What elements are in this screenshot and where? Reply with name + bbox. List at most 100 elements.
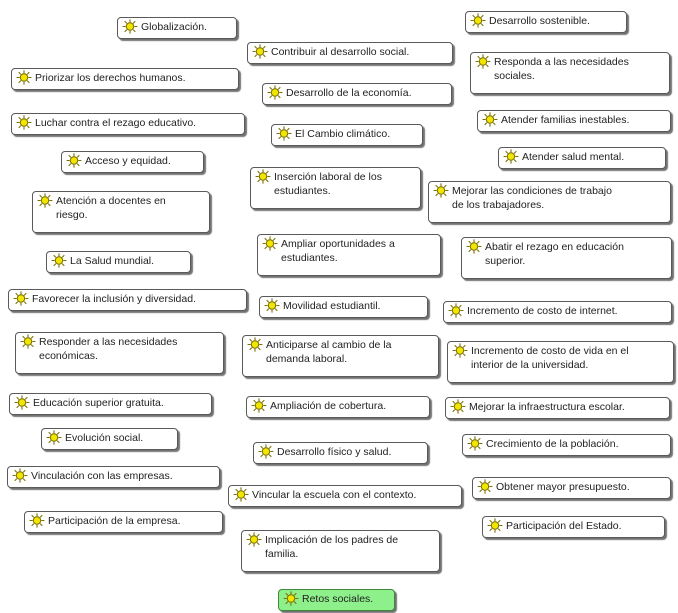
node-label: La Salud mundial. — [70, 255, 155, 267]
sun-icon — [14, 395, 30, 410]
node-desarrollo-economia[interactable]: Desarrollo de la economía. — [262, 83, 452, 105]
sun-icon — [433, 183, 449, 198]
sun-icon — [16, 115, 32, 130]
node-label: Vinculación con las empresas. — [31, 470, 173, 482]
node-luchar[interactable]: Luchar contra el rezago educativo. — [11, 113, 245, 135]
node-necesidades-economicas[interactable]: Responder a las necesidades económicas. — [15, 332, 224, 374]
sun-icon — [283, 591, 299, 606]
sun-icon — [246, 532, 262, 547]
node-label: Implicación de los padres de familia. — [265, 534, 399, 560]
node-salud-mundial[interactable]: La Salud mundial. — [46, 251, 191, 273]
sun-icon — [247, 337, 263, 352]
node-label: Ampliación de cobertura. — [270, 400, 387, 412]
node-vincular[interactable]: Vincular la escuela con el contexto. — [228, 485, 462, 507]
node-label: El Cambio climático. — [295, 128, 391, 140]
node-presupuesto[interactable]: Obtener mayor presupuesto. — [472, 477, 671, 499]
node-label: Incremento de costo de internet. — [467, 305, 618, 317]
node-label: Mejorar las condiciones de trabajo de lo… — [452, 185, 612, 211]
node-inclusion[interactable]: Favorecer la inclusión y diversidad. — [8, 289, 247, 311]
node-priorizar[interactable]: Priorizar los derechos humanos. — [11, 68, 239, 90]
node-globalizacion[interactable]: Globalización. — [117, 17, 237, 39]
node-contribuir[interactable]: Contribuir al desarrollo social. — [247, 42, 453, 64]
node-label: Responder a las necesidades económicas. — [39, 336, 178, 362]
node-acceso[interactable]: Acceso y equidad. — [61, 151, 204, 173]
node-familias[interactable]: Atender familias inestables. — [477, 110, 671, 132]
sun-icon — [46, 430, 62, 445]
node-abatir[interactable]: Abatir el rezago en educación superior. — [461, 237, 672, 279]
sun-icon — [477, 479, 493, 494]
node-label: Atender familias inestables. — [501, 114, 630, 126]
sun-icon — [51, 253, 67, 268]
node-movilidad[interactable]: Movilidad estudiantil. — [259, 296, 428, 318]
node-costo-vida[interactable]: Incremento de costo de vida en el interi… — [447, 341, 674, 383]
node-oportunidades[interactable]: Ampliar oportunidades a estudiantes. — [257, 234, 441, 276]
node-padres[interactable]: Implicación de los padres de familia. — [241, 530, 440, 572]
node-label: Desarrollo sostenible. — [489, 15, 590, 27]
node-label: Participación del Estado. — [506, 520, 622, 532]
node-gratuita[interactable]: Educación superior gratuita. — [9, 393, 212, 415]
sun-icon — [262, 236, 278, 251]
node-label: Movilidad estudiantil. — [283, 300, 381, 312]
node-label: Crecimiento de la población. — [486, 438, 619, 450]
node-label: Globalización. — [141, 21, 207, 33]
node-label: Atender salud mental. — [522, 151, 625, 163]
node-label: Evolución social. — [65, 432, 144, 444]
sun-icon — [16, 70, 32, 85]
node-crecimiento[interactable]: Crecimiento de la población. — [462, 434, 671, 456]
node-fisico[interactable]: Desarrollo físico y salud. — [253, 442, 428, 464]
sun-icon — [466, 239, 482, 254]
node-responda[interactable]: Responda a las necesidades sociales. — [470, 52, 670, 94]
node-insercion[interactable]: Inserción laboral de los estudiantes. — [250, 167, 421, 209]
sun-icon — [452, 343, 468, 358]
node-label: Contribuir al desarrollo social. — [271, 46, 410, 58]
node-condiciones[interactable]: Mejorar las condiciones de trabajo de lo… — [428, 181, 671, 223]
sun-icon — [255, 169, 271, 184]
sun-icon — [20, 334, 36, 349]
node-docentes[interactable]: Atención a docentes en riesgo. — [32, 191, 210, 233]
node-label: Desarrollo físico y salud. — [277, 446, 392, 458]
node-label: Retos sociales. — [302, 593, 374, 605]
sun-icon — [475, 54, 491, 69]
sun-icon — [233, 487, 249, 502]
node-label: Acceso y equidad. — [85, 155, 171, 167]
node-label: Obtener mayor presupuesto. — [496, 481, 630, 493]
node-label: Mejorar la infraestructura escolar. — [469, 401, 625, 413]
node-label: Atención a docentes en riesgo. — [56, 195, 166, 221]
node-internet[interactable]: Incremento de costo de internet. — [443, 301, 672, 323]
node-desarrollo-sostenible[interactable]: Desarrollo sostenible. — [465, 11, 627, 33]
node-label: Educación superior gratuita. — [33, 397, 164, 409]
sun-icon — [122, 19, 138, 34]
node-label: Desarrollo de la economía. — [286, 87, 412, 99]
node-label: Anticiparse al cambio de la demanda labo… — [266, 339, 392, 365]
sun-icon — [470, 13, 486, 28]
node-anticiparse[interactable]: Anticiparse al cambio de la demanda labo… — [242, 335, 439, 377]
sun-icon — [482, 112, 498, 127]
node-infraestructura[interactable]: Mejorar la infraestructura escolar. — [445, 397, 670, 419]
node-label: Incremento de costo de vida en el interi… — [471, 345, 629, 371]
node-cambio-climatico[interactable]: El Cambio climático. — [271, 124, 423, 146]
sun-icon — [251, 398, 267, 413]
node-label: Participación de la empresa. — [48, 515, 181, 527]
node-label: Priorizar los derechos humanos. — [35, 72, 186, 84]
sun-icon — [503, 149, 519, 164]
node-label: Abatir el rezago en educación superior. — [485, 241, 624, 267]
node-label: Inserción laboral de los estudiantes. — [274, 171, 382, 197]
sun-icon — [467, 436, 483, 451]
sun-icon — [258, 444, 274, 459]
sun-icon — [487, 518, 503, 533]
root-node-retos-sociales[interactable]: Retos sociales. — [278, 589, 395, 611]
node-cobertura[interactable]: Ampliación de cobertura. — [246, 396, 430, 418]
node-label: Vincular la escuela con el contexto. — [252, 489, 417, 501]
node-participacion-estado[interactable]: Participación del Estado. — [482, 516, 665, 538]
sun-icon — [276, 126, 292, 141]
node-salud-mental[interactable]: Atender salud mental. — [498, 147, 666, 169]
node-label: Luchar contra el rezago educativo. — [35, 117, 197, 129]
node-vinculacion[interactable]: Vinculación con las empresas. — [7, 466, 220, 488]
sun-icon — [37, 193, 53, 208]
sun-icon — [448, 303, 464, 318]
sun-icon — [12, 468, 28, 483]
node-participacion-empresa[interactable]: Participación de la empresa. — [24, 511, 223, 533]
node-evolucion[interactable]: Evolución social. — [41, 428, 178, 450]
node-label: Ampliar oportunidades a estudiantes. — [281, 238, 395, 264]
sun-icon — [66, 153, 82, 168]
